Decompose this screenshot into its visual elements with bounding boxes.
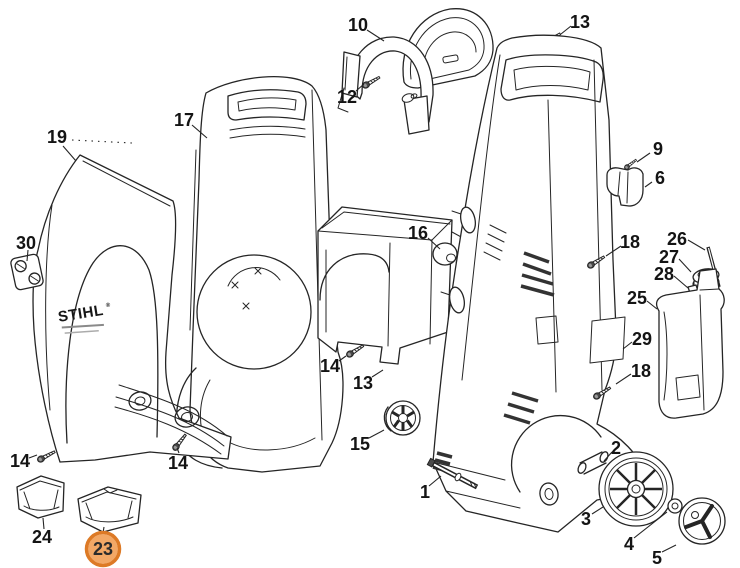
part-wheel-3 <box>598 451 674 527</box>
callout-23: 23 <box>93 539 113 559</box>
callout-17[interactable]: 17 <box>174 110 194 130</box>
part-tank-25 <box>655 268 725 419</box>
part-hub-cap-5 <box>678 497 726 545</box>
brand-label: STIHL <box>57 302 105 326</box>
callout-26[interactable]: 26 <box>667 229 687 249</box>
leader-lines <box>26 25 706 553</box>
brand-logo: STIHL ® <box>57 302 111 334</box>
part-handle-grip <box>337 36 434 135</box>
part-tray-24 <box>16 475 65 519</box>
part-clip-6 <box>606 167 644 207</box>
callout-2[interactable]: 2 <box>611 438 621 458</box>
callout-27[interactable]: 27 <box>659 247 679 267</box>
part-ring-4 <box>667 498 683 514</box>
callout-28[interactable]: 28 <box>654 264 674 284</box>
part-bracket <box>317 206 561 365</box>
callout-4[interactable]: 4 <box>624 534 634 554</box>
callout-24[interactable]: 24 <box>32 527 52 547</box>
screw-14-left <box>35 448 57 464</box>
callout-30[interactable]: 30 <box>16 233 36 253</box>
callout-6[interactable]: 6 <box>655 168 665 188</box>
callout-1[interactable]: 1 <box>420 482 430 502</box>
callout-15[interactable]: 15 <box>350 434 370 454</box>
callout-25[interactable]: 25 <box>627 288 647 308</box>
callout-14-left[interactable]: 14 <box>10 451 30 471</box>
registered-mark: ® <box>105 302 111 310</box>
callout-29[interactable]: 29 <box>632 329 652 349</box>
part-axle-1 <box>426 457 479 490</box>
callout-9[interactable]: 9 <box>653 139 663 159</box>
part-label-29 <box>589 316 626 364</box>
part-fastener-plate <box>10 253 44 291</box>
callout-5[interactable]: 5 <box>652 548 662 568</box>
callout-3[interactable]: 3 <box>581 509 591 529</box>
highlight-fill <box>88 534 118 564</box>
callout-14-mid[interactable]: 14 <box>168 453 188 473</box>
callout-19[interactable]: 19 <box>47 127 67 147</box>
part-front-cover: STIHL ® <box>32 154 232 463</box>
callout-18-lower[interactable]: 18 <box>631 361 651 381</box>
screw-14-center <box>344 342 366 359</box>
highlight-ring <box>84 530 122 568</box>
part-tray-23[interactable] <box>77 486 142 533</box>
callout-13-mid[interactable]: 13 <box>353 373 373 393</box>
callout-13-top[interactable]: 13 <box>570 12 590 32</box>
callout-18-upper[interactable]: 18 <box>620 232 640 252</box>
callout-12[interactable]: 12 <box>337 87 357 107</box>
callout-10[interactable]: 10 <box>348 15 368 35</box>
part-wheel-small-15 <box>383 400 421 436</box>
callout-16[interactable]: 16 <box>408 223 428 243</box>
callout-23-highlighted[interactable]: 23 <box>84 530 122 568</box>
part-axle-stub-2 <box>577 451 609 475</box>
part-main-housing <box>432 34 646 533</box>
callout-14-center[interactable]: 14 <box>320 356 340 376</box>
